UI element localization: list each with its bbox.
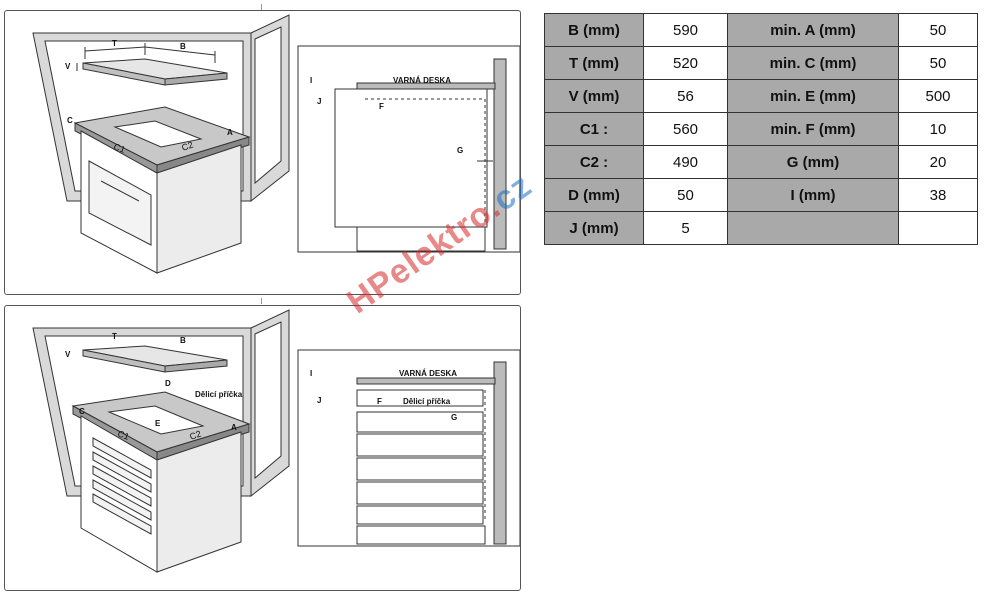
label-t: T: [112, 39, 117, 48]
table-cell-k1: J (mm): [544, 211, 644, 245]
label-d: D: [165, 379, 171, 388]
label-g: G: [451, 413, 457, 422]
table-cell-v2: 38: [898, 178, 978, 212]
label-c: C: [67, 116, 73, 125]
table-cell-k2: min. A (mm): [727, 13, 899, 47]
label-a: A: [231, 423, 237, 432]
table-cell-v1: 590: [643, 13, 728, 47]
label-hob: VARNÁ DESKA: [393, 76, 451, 85]
label-b: B: [180, 336, 186, 345]
drawer-installation-drawing: T B V D Dělicí příčka C E A C1 C2: [32, 309, 520, 573]
drawer-installation-panel: T B V D Dělicí příčka C E A C1 C2: [4, 305, 521, 591]
label-f: F: [379, 102, 384, 111]
table-cell-v1: 560: [643, 112, 728, 146]
table-cell-k1: V (mm): [544, 79, 644, 113]
table-cell-v1: 56: [643, 79, 728, 113]
side-section: [297, 45, 520, 253]
label-t: T: [112, 332, 117, 341]
table-cell-v2: 500: [898, 79, 978, 113]
label-a: A: [227, 128, 233, 137]
label-i: I: [310, 369, 312, 378]
table-cell-k1: B (mm): [544, 13, 644, 47]
table-cell-k1: C2 :: [544, 145, 644, 179]
label-c2: C2: [188, 429, 202, 442]
table-cell-k2: min. E (mm): [727, 79, 899, 113]
side-section: [297, 349, 520, 547]
table-cell-v2: 50: [898, 46, 978, 80]
label-e: E: [155, 419, 161, 428]
table-cell-v1: 50: [643, 178, 728, 212]
table-row: J (mm)5: [544, 211, 978, 245]
table-cell-k1: D (mm): [544, 178, 644, 212]
table-cell-k1: C1 :: [544, 112, 644, 146]
label-v: V: [65, 350, 71, 359]
table-cell-k2: I (mm): [727, 178, 899, 212]
table-cell-v2: 10: [898, 112, 978, 146]
hob-plate: [82, 58, 228, 86]
label-f: F: [377, 397, 382, 406]
countertop: [71, 391, 251, 461]
table-cell-v2: 50: [898, 13, 978, 47]
center-tick-top: [261, 4, 262, 10]
label-divider-side: Dělicí příčka: [403, 397, 451, 406]
dim-t-b: [76, 43, 216, 71]
label-j: J: [317, 396, 321, 405]
cabinet: [80, 130, 242, 274]
table-cell-v1: 5: [643, 211, 728, 245]
label-i: I: [310, 76, 312, 85]
oven-installation-drawing: T B V C A C1 C2: [32, 14, 520, 274]
center-tick-mid: [261, 298, 262, 304]
label-divider: Dělicí příčka: [195, 390, 243, 399]
label-v: V: [65, 62, 71, 71]
table-cell-v1: 490: [643, 145, 728, 179]
drawer-cabinet: [80, 415, 242, 573]
table-cell-k1: T (mm): [544, 46, 644, 80]
table-cell-v1: 520: [643, 46, 728, 80]
label-b: B: [180, 42, 186, 51]
table-cell-k2: [727, 211, 899, 245]
countertop: [73, 106, 251, 174]
table-cell-k2: min. C (mm): [727, 46, 899, 80]
label-hob: VARNÁ DESKA: [399, 369, 457, 378]
label-g: G: [457, 146, 463, 155]
table-cell-k2: min. F (mm): [727, 112, 899, 146]
oven-installation-panel: T B V C A C1 C2: [4, 10, 521, 295]
label-c2: C2: [180, 140, 194, 153]
label-j: J: [317, 97, 321, 106]
table-cell-k2: G (mm): [727, 145, 899, 179]
label-c: C: [79, 407, 85, 416]
table-cell-v2: 20: [898, 145, 978, 179]
table-cell-v2: [898, 211, 978, 245]
hob-plate: [82, 345, 228, 373]
